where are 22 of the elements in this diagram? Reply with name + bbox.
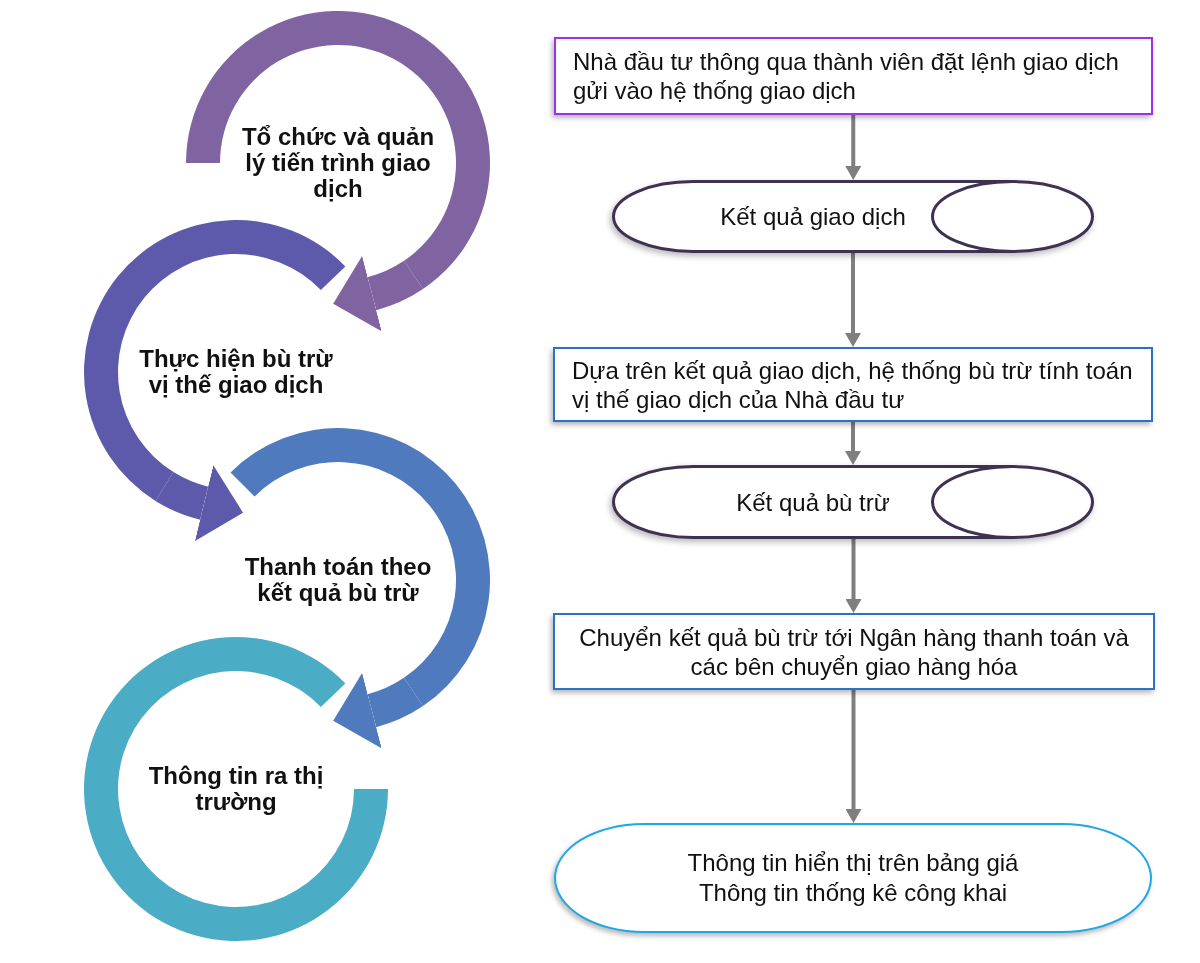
step-label: Thanh toán theo kết quả bù trừ bbox=[243, 554, 433, 606]
step-text: Kết quả giao dịch bbox=[720, 202, 906, 231]
arrow bbox=[845, 539, 862, 613]
arrow bbox=[845, 690, 862, 823]
curved-arrow bbox=[333, 673, 423, 748]
step-text: Thông tin hiển thị trên bảng giá bbox=[687, 848, 1019, 878]
process-box bbox=[553, 613, 1155, 690]
arrow bbox=[845, 253, 861, 347]
step-text: Thông tin thống kê công khai bbox=[698, 878, 1008, 908]
step-text: Nhà đầu tư thông qua thành viên đặt lệnh giao dịch gửi vào hệ thống giao dịch bbox=[573, 47, 1120, 105]
step-text: Kết quả bù trừ bbox=[736, 487, 890, 517]
arrow bbox=[845, 115, 862, 180]
curved-arrow bbox=[333, 256, 423, 331]
step-label: Tổ chức và quản lý tiến trình giao dịch bbox=[240, 124, 436, 202]
arrow bbox=[845, 422, 861, 465]
step-text: Chuyển kết quả bù trừ tới Ngân hàng thanh toán và các bên chuyển giao hàng hóa bbox=[578, 622, 1130, 681]
step-label: Thông tin ra thị trường bbox=[147, 763, 325, 815]
step-label: Thực hiện bù trừ vị thế giao dịch bbox=[138, 346, 334, 398]
curved-arrow bbox=[156, 465, 243, 541]
process-box bbox=[553, 347, 1153, 422]
step-text: Dựa trên kết quả giao dịch, hệ thống bù trừ tính toán vị thế giao dịch của Nhà đầu tư bbox=[572, 355, 1134, 414]
process-box bbox=[554, 37, 1153, 115]
